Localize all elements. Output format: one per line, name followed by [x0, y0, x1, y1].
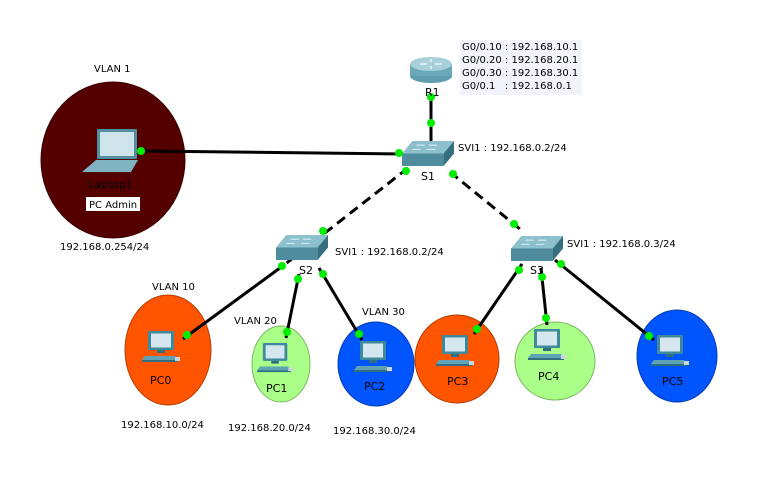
router-top — [410, 57, 452, 71]
vlan10-area-pc3 — [414, 314, 500, 404]
pc1-vlan-label: VLAN 20 — [234, 316, 277, 327]
pc5-name: PC5 — [662, 375, 683, 388]
port-up-indicator — [319, 270, 327, 278]
link-s2-pc0[interactable] — [182, 263, 285, 341]
router-interface-label: G0/0.1 : 192.168.0.1 — [462, 81, 572, 92]
laptop-ip: 192.168.0.254/24 — [60, 242, 149, 253]
link-s2-pc2[interactable] — [317, 267, 364, 341]
port-up-indicator — [449, 170, 457, 178]
pc3-name: PC3 — [447, 375, 468, 388]
router-interface-label: G0/0.10 : 192.168.10.1 — [462, 42, 578, 53]
laptop-icon[interactable] — [82, 129, 138, 172]
pc2-vlan-label: VLAN 30 — [362, 307, 405, 318]
pc2-network-label: 192.168.30.0/24 — [333, 426, 416, 437]
port-up-indicator — [283, 328, 291, 336]
port-up-indicator — [395, 149, 403, 157]
link-laptop1-s1[interactable] — [142, 149, 403, 156]
switch-s2-icon[interactable] — [276, 235, 328, 260]
switch-s1-name: S1 — [421, 170, 435, 183]
port-up-indicator — [278, 262, 286, 270]
link-s1-s3[interactable] — [449, 170, 521, 231]
switch-s3-icon[interactable] — [511, 236, 563, 261]
switch-s1-icon[interactable] — [402, 141, 454, 166]
router-interface-label: G0/0.30 : 192.168.30.1 — [462, 68, 578, 79]
port-up-indicator — [645, 332, 653, 340]
pc2-name: PC2 — [364, 380, 385, 393]
port-up-indicator — [294, 275, 302, 283]
link-s3-pc3[interactable] — [472, 263, 524, 335]
vlan30-area-pc5 — [636, 309, 718, 403]
router-r1[interactable] — [410, 57, 452, 83]
pc1-network-label: 192.168.20.0/24 — [228, 423, 311, 434]
link-s3-pc5[interactable] — [554, 258, 655, 342]
vlan30-area-pc2 — [337, 321, 415, 407]
laptop-note: PC Admin — [89, 200, 137, 211]
pc0-name: PC0 — [150, 374, 171, 387]
switch-s2-svi: SVI1 : 192.168.0.2/24 — [335, 247, 444, 258]
port-up-indicator — [473, 325, 481, 333]
switch-s1-svi: SVI1 : 192.168.0.2/24 — [458, 143, 567, 154]
pc0-vlan-label: VLAN 10 — [152, 282, 195, 293]
port-indicators — [137, 93, 653, 340]
switch-s2-name: S2 — [299, 264, 313, 277]
port-up-indicator — [355, 330, 363, 338]
router-arrows — [420, 59, 442, 69]
pc4-name: PC4 — [538, 370, 559, 383]
port-up-indicator — [427, 119, 435, 127]
port-up-indicator — [137, 147, 145, 155]
laptop-name: Laptop1 — [88, 178, 133, 191]
link-s2-pc1[interactable] — [284, 273, 301, 339]
port-up-indicator — [515, 266, 523, 274]
port-up-indicator — [427, 93, 435, 101]
switch-s3-name: S3 — [530, 264, 544, 277]
laptop-vlan-label: VLAN 1 — [94, 64, 131, 75]
pc0-network-label: 192.168.10.0/24 — [121, 420, 204, 431]
port-up-indicator — [542, 314, 550, 322]
port-up-indicator — [402, 167, 410, 175]
port-up-indicator — [319, 227, 327, 235]
port-up-indicator — [183, 331, 191, 339]
port-up-indicator — [538, 273, 546, 281]
router-name: R1 — [425, 86, 440, 99]
router-interface-label: G0/0.20 : 192.168.20.1 — [462, 55, 578, 66]
switch-s3-svi: SVI1 : 192.168.0.3/24 — [567, 239, 676, 250]
port-up-indicator — [557, 260, 565, 268]
port-up-indicator — [510, 220, 518, 228]
pc1-name: PC1 — [266, 382, 287, 395]
